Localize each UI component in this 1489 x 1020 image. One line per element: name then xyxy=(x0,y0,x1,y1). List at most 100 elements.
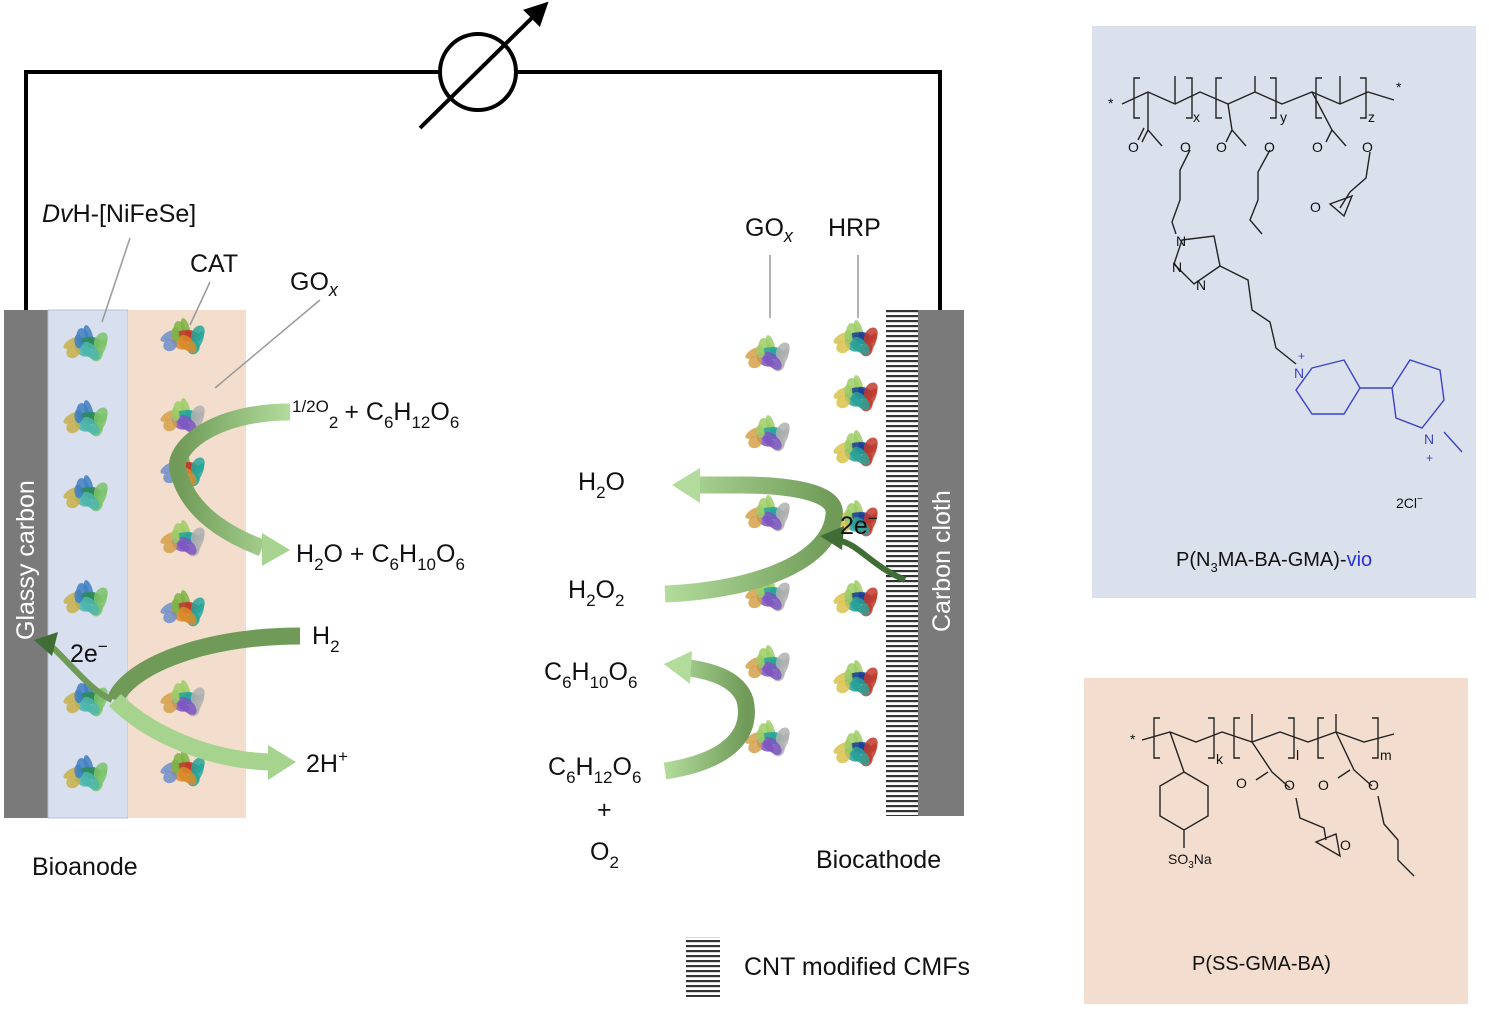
svg-text:N: N xyxy=(1172,259,1182,275)
hrp-structure xyxy=(833,375,878,412)
svg-text:O: O xyxy=(1340,837,1351,853)
gox-cathode-structure xyxy=(745,415,790,452)
cathode-reaction-arrows xyxy=(663,468,907,780)
catalase-gox-structure xyxy=(160,398,205,435)
enzyme-gox-anode-label: GOx xyxy=(290,268,339,300)
svg-text:O: O xyxy=(1264,139,1275,155)
external-circuit xyxy=(24,1,942,310)
hydrogenase-layer xyxy=(47,309,129,819)
svg-text:+: + xyxy=(1298,349,1305,363)
catalase-gox-structure xyxy=(160,590,205,627)
svg-text:O: O xyxy=(1284,777,1295,793)
anode-reactant-hydrogen: H2 xyxy=(312,622,340,656)
cathode-reactant-oxygen: O2 xyxy=(590,838,619,872)
hrp-structure xyxy=(833,730,878,767)
polymer-vio-atoms: * * x y z O O O O O O O N N N N N + + xyxy=(1108,79,1434,465)
hydrogenase-structure xyxy=(63,680,108,717)
biocathode-electrode xyxy=(886,310,964,816)
anode-product-protons: 2H+ xyxy=(306,747,348,778)
svg-text:z: z xyxy=(1368,109,1375,125)
gox-cathode-structure xyxy=(745,575,790,612)
carbon-cloth-label: Carbon cloth xyxy=(928,490,956,632)
cathode-plus-sign: + xyxy=(597,796,612,824)
svg-text:O: O xyxy=(1318,777,1329,793)
svg-text:*: * xyxy=(1396,79,1402,95)
cathode-electrons-label: 2e− xyxy=(840,509,878,540)
glucose-oxidation-cathode-arrow xyxy=(663,659,755,780)
hydrogenase-structure xyxy=(63,325,108,362)
polymer-vio-panel: * * x y z O O O O O O O N N N N N + + 2C… xyxy=(1092,26,1476,598)
svg-text:N: N xyxy=(1424,431,1434,447)
svg-text:m: m xyxy=(1380,747,1392,763)
gox-cathode-structure xyxy=(745,335,790,372)
svg-text:l: l xyxy=(1296,747,1299,763)
svg-text:k: k xyxy=(1216,751,1224,767)
gox-cathode-structure xyxy=(745,720,790,757)
electron-to-anode-arrow xyxy=(47,642,114,703)
biocathode-label: Biocathode xyxy=(816,846,941,874)
bioanode-label: Bioanode xyxy=(32,853,138,881)
polymer-ss-atoms: * k l m O O O O O xyxy=(1130,731,1392,853)
svg-text:O: O xyxy=(1236,775,1247,791)
hydrogenase-structure xyxy=(63,755,108,792)
svg-text:N: N xyxy=(1294,365,1304,381)
polymer-ss-panel: * k l m O O O O O SO3Na P(SS-GMA-BA) xyxy=(1084,678,1468,1004)
gox-cathode-structure xyxy=(745,495,790,532)
hydrogen-oxidation-arrow xyxy=(107,627,301,704)
hrp-structure xyxy=(833,580,878,617)
gox-cathode-structure xyxy=(745,645,790,682)
enzyme-catalase-label: CAT xyxy=(190,250,238,278)
cathode-reactant-peroxide: H2O2 xyxy=(568,576,624,610)
enzyme-gox-cathode-label: GOx xyxy=(745,214,794,246)
glassy-carbon-label: Glassy carbon xyxy=(12,480,40,640)
svg-text:O: O xyxy=(1310,199,1321,215)
polymer-ss-background xyxy=(1084,678,1468,1004)
hydrogenase-structure xyxy=(63,580,108,617)
catalase-gox-structure xyxy=(160,520,205,557)
hrp-structure xyxy=(833,660,878,697)
peroxide-reduction-arrow xyxy=(664,476,843,603)
svg-text:N: N xyxy=(1196,277,1206,293)
cnt-legend-swatch xyxy=(686,937,720,997)
electron-from-cathode-arrow xyxy=(837,537,907,583)
svg-text:O: O xyxy=(1362,139,1373,155)
glucose-oxidation-arrow xyxy=(168,403,291,556)
enzyme-hydrogenase-label: DvH-[NiFeSe] xyxy=(42,200,196,228)
polymer-vio-counter-ion: 2Cl− xyxy=(1396,494,1423,511)
svg-text:*: * xyxy=(1108,95,1114,111)
carbon-cloth-electrode xyxy=(918,310,964,816)
anode-electrons-label: 2e− xyxy=(70,637,108,668)
cathode-reactant-glucose: C6H12O6 xyxy=(548,753,641,787)
svg-text:O: O xyxy=(1216,139,1227,155)
hrp-structure xyxy=(833,320,878,357)
svg-text:O: O xyxy=(1128,139,1139,155)
anode-product-water-lactone: H2O + C6H10O6 xyxy=(296,540,465,574)
catalase-gox-structure xyxy=(160,750,205,787)
svg-text:O: O xyxy=(1368,777,1379,793)
enzyme-hrp-label: HRP xyxy=(828,214,881,242)
polymer-vio-background xyxy=(1092,26,1476,598)
leader-lines xyxy=(101,237,859,389)
polymer-vio-name: P(N3MA-BA-GMA)-vio xyxy=(1176,549,1372,575)
catalase-gox-structure xyxy=(160,318,205,355)
hrp-structure xyxy=(833,500,878,537)
svg-text:y: y xyxy=(1280,109,1287,125)
cnt-hatch-layer xyxy=(886,310,918,816)
polymer-ss-sulfonate: SO3Na xyxy=(1168,851,1212,871)
svg-text:N: N xyxy=(1176,233,1186,249)
hydrogenase-structure xyxy=(63,400,108,437)
anode-reactant-glucose-oxygen: 1/2O2+ C6H12O6 xyxy=(292,397,459,432)
svg-text:+: + xyxy=(1426,451,1433,465)
cnt-legend-label: CNT modified CMFs xyxy=(744,953,970,981)
polymer-ss-name: P(SS-GMA-BA) xyxy=(1192,953,1331,975)
hrp-structure xyxy=(833,430,878,467)
proton-release-arrow xyxy=(108,693,271,771)
cnt-legend: CNT modified CMFs xyxy=(686,937,970,997)
svg-text:x: x xyxy=(1193,109,1200,125)
cathode-product-water: H2O xyxy=(578,468,625,502)
glassy-carbon-electrode xyxy=(4,310,48,818)
hydrogenase-structure xyxy=(63,475,108,512)
variable-resistor-arrow xyxy=(418,1,549,130)
bioanode-electrode xyxy=(4,309,246,819)
